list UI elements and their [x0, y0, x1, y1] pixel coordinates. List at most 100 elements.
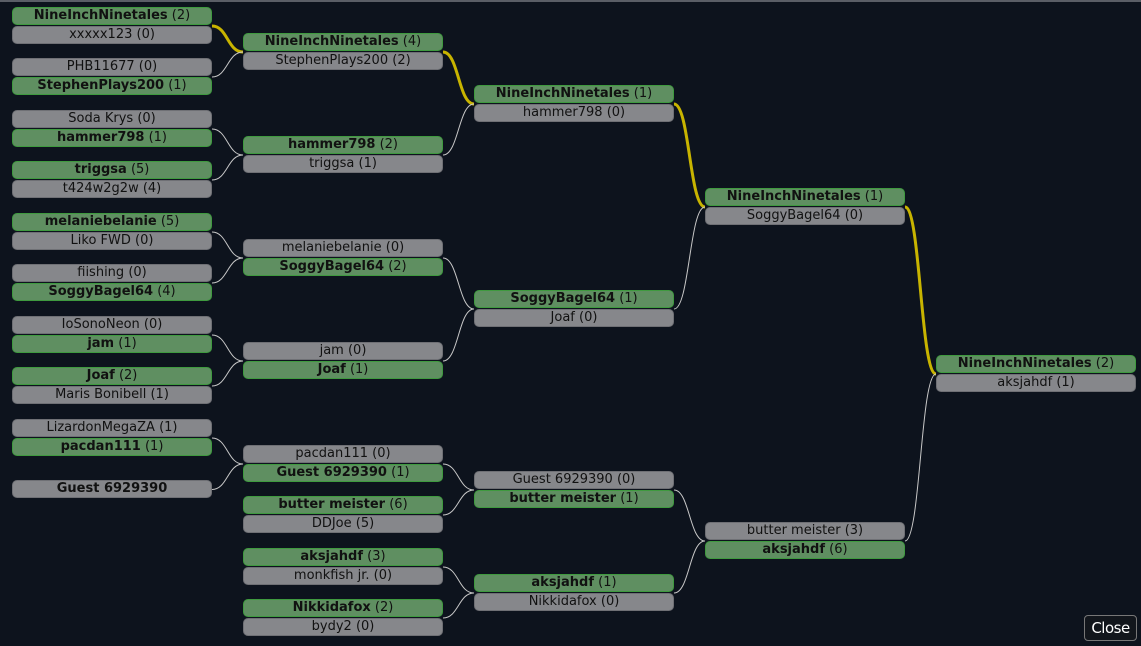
player-name: Joaf [86, 368, 115, 383]
player-score: (0) [355, 619, 375, 634]
bracket-slot[interactable]: PHB11677 (0) [12, 58, 212, 76]
bracket-connector [673, 206, 706, 310]
bracket-slot[interactable]: Joaf (0) [474, 309, 674, 327]
player-score: (1) [391, 465, 410, 480]
bracket-slot[interactable]: hammer798 (1) [12, 129, 212, 147]
bracket-connector [442, 592, 475, 619]
bracket-slot[interactable]: StephenPlays200 (2) [243, 52, 443, 70]
bracket-slot[interactable]: jam (0) [243, 342, 443, 360]
player-name: Guest 6929390 [56, 481, 168, 496]
bracket-slot[interactable]: jam (1) [12, 335, 212, 353]
bracket-slot[interactable]: monkfish jr. (0) [243, 567, 443, 585]
bracket-slot[interactable]: butter meister (6) [243, 496, 443, 514]
bracket-connector [211, 334, 244, 362]
player-name: bydy2 [311, 619, 352, 634]
player-name: xxxxx123 [69, 27, 133, 42]
player-score: (0) [143, 317, 163, 332]
bracket-slot[interactable]: aksjahdf (6) [705, 541, 905, 559]
player-score: (0) [606, 105, 626, 120]
bracket-slot[interactable]: SoggyBagel64 (4) [12, 283, 212, 301]
bracket-slot[interactable]: aksjahdf (1) [936, 374, 1136, 392]
player-score: (1) [1056, 375, 1075, 390]
player-name: Guest 6929390 [512, 472, 613, 487]
bracket-slot[interactable]: NineInchNinetales (2) [936, 355, 1136, 373]
bracket-slot[interactable]: StephenPlays200 (1) [12, 77, 212, 95]
bracket-slot[interactable]: butter meister (1) [474, 490, 674, 508]
player-name: hammer798 [287, 137, 376, 152]
bracket-slot[interactable]: Guest 6929390 (0) [474, 471, 674, 489]
player-score: (1) [358, 156, 377, 171]
bracket-slot[interactable]: melaniebelanie (5) [12, 213, 212, 231]
bracket-slot[interactable]: DDJoe (5) [243, 515, 443, 533]
player-name: Liko FWD [70, 233, 131, 248]
bracket-connector [211, 257, 244, 284]
player-score: (2) [118, 368, 138, 383]
bracket-slot[interactable]: Guest 6929390 (1) [243, 464, 443, 482]
player-name: StephenPlays200 [275, 53, 389, 68]
bracket-slot[interactable]: IoSonoNeon (0) [12, 316, 212, 334]
bracket-slot[interactable]: Liko FWD (0) [12, 232, 212, 250]
bracket-slot[interactable]: SoggyBagel64 (2) [243, 258, 443, 276]
bracket-slot[interactable]: Guest 6929390 [12, 480, 212, 498]
player-name: Maris Bonibell [55, 387, 147, 402]
bracket-slot[interactable]: triggsa (5) [12, 161, 212, 179]
player-name: hammer798 [522, 105, 603, 120]
bracket-connector [442, 103, 475, 156]
player-score: (1) [620, 491, 639, 506]
bracket-slot[interactable]: aksjahdf (3) [243, 548, 443, 566]
bracket-slot[interactable]: SoggyBagel64 (1) [474, 290, 674, 308]
bracket-slot[interactable]: hammer798 (2) [243, 136, 443, 154]
player-score: (2) [392, 53, 411, 68]
bracket-slot[interactable]: Nikkidafox (2) [243, 599, 443, 617]
player-score: (4) [402, 34, 422, 49]
bracket-slot[interactable]: LizardonMegaZA (1) [12, 419, 212, 437]
player-name: SoggyBagel64 [510, 291, 616, 306]
player-name: DDJoe [311, 516, 352, 531]
bracket-slot[interactable]: Joaf (2) [12, 367, 212, 385]
player-score: (2) [374, 600, 394, 615]
bracket-slot[interactable]: NineInchNinetales (1) [705, 188, 905, 206]
player-name: pacdan111 [60, 439, 141, 454]
bracket-connector [442, 489, 475, 516]
bracket-slot[interactable]: melaniebelanie (0) [243, 239, 443, 257]
bracket-slot[interactable]: triggsa (1) [243, 155, 443, 173]
player-name: monkfish jr. [293, 568, 370, 583]
bracket-slot[interactable]: NineInchNinetales (4) [243, 33, 443, 51]
player-score: (0) [347, 343, 367, 358]
player-score: (0) [600, 594, 620, 609]
bracket-slot[interactable]: pacdan111 (1) [12, 438, 212, 456]
champion-path-connector [211, 24, 244, 54]
player-score: (0) [135, 233, 154, 248]
player-score: (1) [864, 189, 884, 204]
player-name: aksjahdf [531, 575, 595, 590]
player-name: Nikkidafox [528, 594, 597, 609]
bracket-slot[interactable]: NineInchNinetales (1) [474, 85, 674, 103]
bracket-slot[interactable]: xxxxx123 (0) [12, 26, 212, 44]
bracket-slot[interactable]: Soda Krys (0) [12, 110, 212, 128]
bracket-slot[interactable]: pacdan111 (0) [243, 445, 443, 463]
bracket-slot[interactable]: Joaf (1) [243, 361, 443, 379]
player-name: PHB11677 [66, 59, 135, 74]
bracket-connector [211, 437, 244, 465]
player-name: pacdan111 [295, 446, 369, 461]
player-name: butter meister [746, 523, 841, 538]
player-name: NineInchNinetales [264, 34, 399, 49]
bracket-slot[interactable]: bydy2 (0) [243, 618, 443, 636]
bracket-slot[interactable]: Maris Bonibell (1) [12, 386, 212, 404]
player-name: Joaf [317, 362, 346, 377]
bracket-slot[interactable]: butter meister (3) [705, 522, 905, 540]
bracket-slot[interactable]: Nikkidafox (0) [474, 593, 674, 611]
bracket-slot[interactable]: SoggyBagel64 (0) [705, 207, 905, 225]
player-score: (2) [171, 8, 191, 23]
bracket-slot[interactable]: fiishing (0) [12, 264, 212, 282]
bracket-slot[interactable]: t424w2g2w (4) [12, 180, 212, 198]
player-score: (0) [372, 446, 391, 461]
bracket-connector [211, 128, 244, 156]
player-score: (1) [118, 336, 137, 351]
bracket-slot[interactable]: NineInchNinetales (2) [12, 7, 212, 25]
close-button[interactable]: Close [1084, 615, 1137, 641]
player-score: (0) [128, 265, 147, 280]
bracket-slot[interactable]: aksjahdf (1) [474, 574, 674, 592]
bracket-slot[interactable]: hammer798 (0) [474, 104, 674, 122]
player-score: (2) [388, 259, 407, 274]
